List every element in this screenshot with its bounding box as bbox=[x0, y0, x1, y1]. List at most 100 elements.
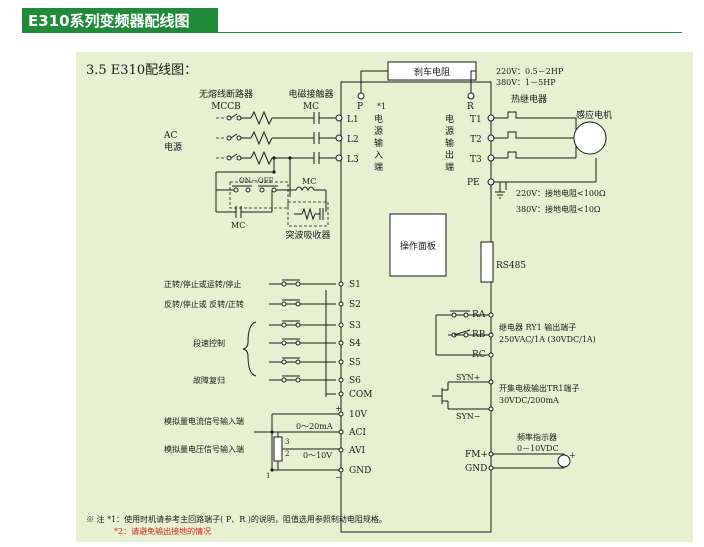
terminal-fm-plus: FM+ bbox=[465, 450, 488, 460]
input-line-2 bbox=[216, 130, 343, 146]
breaker-label: 无熔线断路器 bbox=[199, 88, 253, 100]
title-bar bbox=[22, 8, 218, 32]
terminal-l2: L2 bbox=[347, 135, 359, 145]
terminal-ra: RA bbox=[472, 310, 486, 320]
terminal-t1: T1 bbox=[470, 115, 482, 125]
speed-control-brace bbox=[242, 321, 257, 377]
induction-motor bbox=[573, 121, 607, 155]
terminal-t2: T2 bbox=[470, 135, 482, 145]
hp-rating-380: 380V：1－5HP bbox=[496, 78, 556, 87]
page-title: E310系列变频器配线图 bbox=[28, 12, 190, 30]
relay-output-title: 继电器 RY1 输出端子 bbox=[499, 322, 576, 332]
open-collector-title: 开集电极输出TR1端子 bbox=[499, 383, 579, 393]
terminal-rb: RB bbox=[472, 330, 486, 340]
terminal-s4: S4 bbox=[349, 339, 361, 349]
meter-plus: + bbox=[569, 451, 576, 460]
pot-pin-1: 1 bbox=[266, 472, 270, 480]
terminal-p bbox=[357, 92, 365, 100]
terminal-gnd-right: GND bbox=[465, 464, 487, 474]
terminal-r bbox=[467, 92, 475, 100]
contactor-control-circuit bbox=[215, 156, 329, 227]
wiring-diagram-panel: 3.5 E310配线图： 无熔线断路器 MCCB 电磁接触器 MC AC 电源 … bbox=[76, 52, 693, 542]
hp-rating-220: 220V：0.5－2HP bbox=[496, 67, 564, 76]
open-collector-output bbox=[432, 379, 494, 412]
fault-reset-label: 故障复归 bbox=[193, 375, 225, 385]
thermal-relay-label: 热继电器 bbox=[511, 93, 547, 105]
terminal-s1: S1 bbox=[349, 280, 361, 290]
terminal-l3: L3 bbox=[347, 155, 359, 165]
pot-pin-2: 2 bbox=[285, 450, 289, 458]
title-underline bbox=[22, 32, 682, 33]
rs485-label: RS485 bbox=[496, 261, 526, 271]
ground-220v: 220V：接地电阻<100Ω bbox=[516, 188, 606, 198]
pot-pin-3: 3 bbox=[285, 438, 289, 446]
on-off-label: ON－OFF bbox=[239, 177, 273, 185]
positive-marker: + bbox=[335, 404, 342, 413]
brake-wire-p bbox=[360, 70, 388, 94]
note-1: ※ 注 *1：使用时机请参考主回路端子( P、R )的说明，阻值选用参照制动电阻… bbox=[86, 514, 387, 524]
terminal-gnd: GND bbox=[349, 466, 371, 476]
contactor-label: 电磁接触器 bbox=[288, 88, 333, 100]
input-side-char-3: 输 bbox=[374, 137, 383, 149]
brake-wire-r bbox=[470, 70, 476, 94]
terminal-s6: S6 bbox=[349, 376, 361, 386]
motor-label: 感应电机 bbox=[576, 109, 612, 121]
wiring-diagram: 3.5 E310配线图： 无熔线断路器 MCCB 电磁接触器 MC AC 电源 … bbox=[86, 61, 612, 536]
mc-coil-label: MC bbox=[302, 177, 316, 186]
negative-marker: − bbox=[335, 473, 342, 482]
open-collector-rating: 30VDC/200mA bbox=[499, 396, 559, 405]
s1-function-label: 正转/停止或运转/停止 bbox=[164, 279, 241, 289]
contactor-code: MC bbox=[303, 102, 319, 112]
output-side-char-2: 源 bbox=[445, 126, 454, 137]
output-side-char-4: 出 bbox=[445, 149, 454, 161]
terminal-s2: S2 bbox=[349, 300, 361, 310]
operator-panel-label: 操作面板 bbox=[400, 240, 436, 252]
ac-source-label: 电源 bbox=[164, 141, 182, 153]
terminal-com: COM bbox=[349, 390, 372, 400]
analog-current-label: 模拟量电流信号输入端 bbox=[164, 416, 244, 426]
note-mark: *1 bbox=[377, 102, 386, 111]
brake-resistor-label: 刹车电阻 bbox=[414, 66, 450, 78]
operator-panel bbox=[389, 213, 447, 277]
terminal-s3: S3 bbox=[349, 321, 361, 331]
terminal-l1: L1 bbox=[347, 115, 359, 125]
ac-label: AC bbox=[163, 131, 177, 141]
analog-voltage-label: 模拟量电压信号输入端 bbox=[164, 444, 244, 454]
output-side-char-3: 输 bbox=[445, 137, 454, 149]
note-2: *2：请避免输出接地的情况 bbox=[114, 526, 211, 536]
s2-function-label: 反转/停止或 反转/正转 bbox=[164, 299, 244, 309]
terminal-avi: AVI bbox=[348, 446, 366, 456]
terminal-rc: RC bbox=[472, 350, 486, 360]
inverter-body bbox=[340, 81, 492, 533]
frequency-meter-wiring bbox=[488, 451, 571, 471]
output-line-2 bbox=[487, 131, 574, 142]
digital-inputs-wiring bbox=[269, 283, 336, 397]
frequency-meter-range: 0－10VDC bbox=[517, 444, 559, 453]
input-line-3 bbox=[216, 150, 343, 166]
terminal-r-label: R bbox=[467, 102, 474, 112]
terminal-aci: ACI bbox=[348, 428, 366, 438]
pe-ground bbox=[487, 158, 597, 199]
multi-speed-label: 段速控制 bbox=[193, 338, 225, 348]
ground-380v: 380V：接地电阻<10Ω bbox=[516, 204, 601, 214]
voltage-range: 0～10V bbox=[303, 451, 332, 460]
breaker-code: MCCB bbox=[211, 102, 241, 112]
section-title: 3.5 E310配线图： bbox=[86, 63, 197, 78]
input-terminal-dots bbox=[338, 281, 344, 397]
terminal-10v: 10V bbox=[349, 410, 367, 420]
surge-absorber-label: 突波吸收器 bbox=[285, 229, 330, 241]
frequency-meter-label: 频率指示器 bbox=[517, 432, 557, 442]
input-switches bbox=[281, 279, 301, 383]
input-side-char-4: 入 bbox=[374, 150, 383, 161]
current-range: 0～20mA bbox=[296, 422, 333, 431]
terminal-t3: T3 bbox=[470, 155, 482, 165]
output-side-char-1: 电 bbox=[445, 113, 454, 125]
input-side-char-5: 端 bbox=[374, 161, 383, 173]
terminal-syn-minus: SYN− bbox=[456, 412, 480, 421]
output-line-3 bbox=[487, 142, 577, 162]
relay-output-rating: 250VAC/1A (30VDC/1A) bbox=[499, 335, 596, 344]
relay-output-wiring bbox=[435, 310, 494, 358]
rs485-port bbox=[480, 241, 494, 283]
pe-terminal-label: PE bbox=[467, 178, 480, 188]
terminal-p-label: P bbox=[357, 102, 363, 112]
